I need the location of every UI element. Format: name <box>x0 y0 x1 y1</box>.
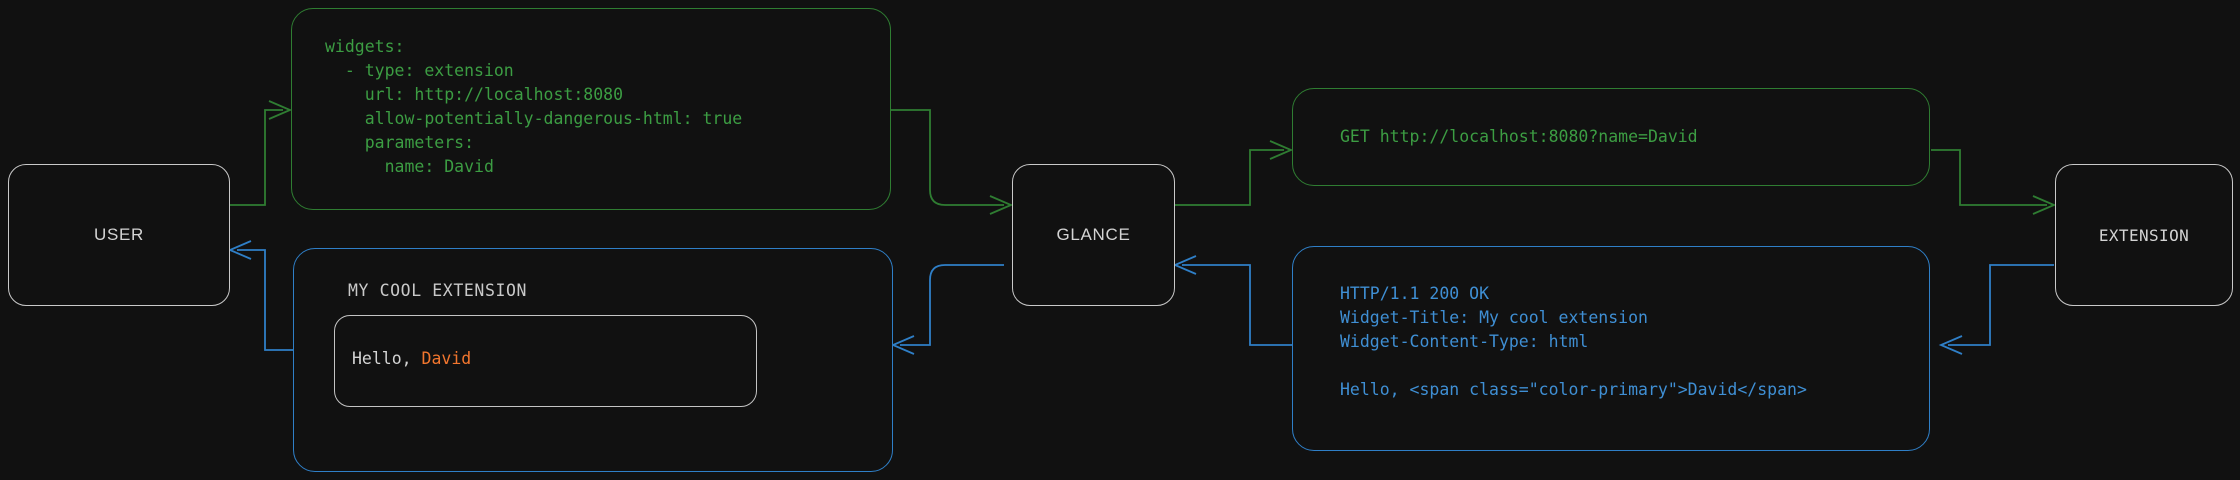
edge-yaml-to-glance <box>891 109 1014 215</box>
rendered-widget-box: MY COOL EXTENSION Hello, David <box>293 248 893 472</box>
rendered-widget-body: Hello, David <box>334 315 757 407</box>
edge-response-to-glance <box>1172 255 1292 346</box>
http-response-box: HTTP/1.1 200 OK Widget-Title: My cool ex… <box>1292 246 1930 451</box>
node-extension[interactable]: EXTENSION <box>2055 164 2233 306</box>
node-glance-label: GLANCE <box>1056 225 1131 244</box>
rendered-widget-title: MY COOL EXTENSION <box>348 281 528 300</box>
widget-greeting-prefix: Hello, <box>352 349 422 368</box>
rendered-widget-body-text: Hello, David <box>352 349 471 368</box>
yaml-config-box: widgets: - type: extension url: http://l… <box>291 8 891 210</box>
edge-user-to-yaml <box>230 100 293 206</box>
node-user[interactable]: USER <box>8 164 230 306</box>
edge-glance-to-request <box>1175 140 1294 206</box>
edge-extension-to-response <box>1938 264 2054 355</box>
http-request-box: GET http://localhost:8080?name=David <box>1292 88 1930 186</box>
node-user-label: USER <box>93 225 145 244</box>
http-response-text: HTTP/1.1 200 OK Widget-Title: My cool ex… <box>1340 284 1807 399</box>
edge-glance-to-widget <box>890 264 1004 355</box>
node-glance[interactable]: GLANCE <box>1012 164 1175 306</box>
edge-widget-to-user <box>227 240 293 351</box>
node-extension-label: EXTENSION <box>2098 225 2190 245</box>
http-request-text: GET http://localhost:8080?name=David <box>1340 127 1698 146</box>
widget-greeting-accent: David <box>421 349 472 368</box>
yaml-config-text: widgets: - type: extension url: http://l… <box>325 37 743 176</box>
edge-request-to-extension <box>1931 149 2057 215</box>
